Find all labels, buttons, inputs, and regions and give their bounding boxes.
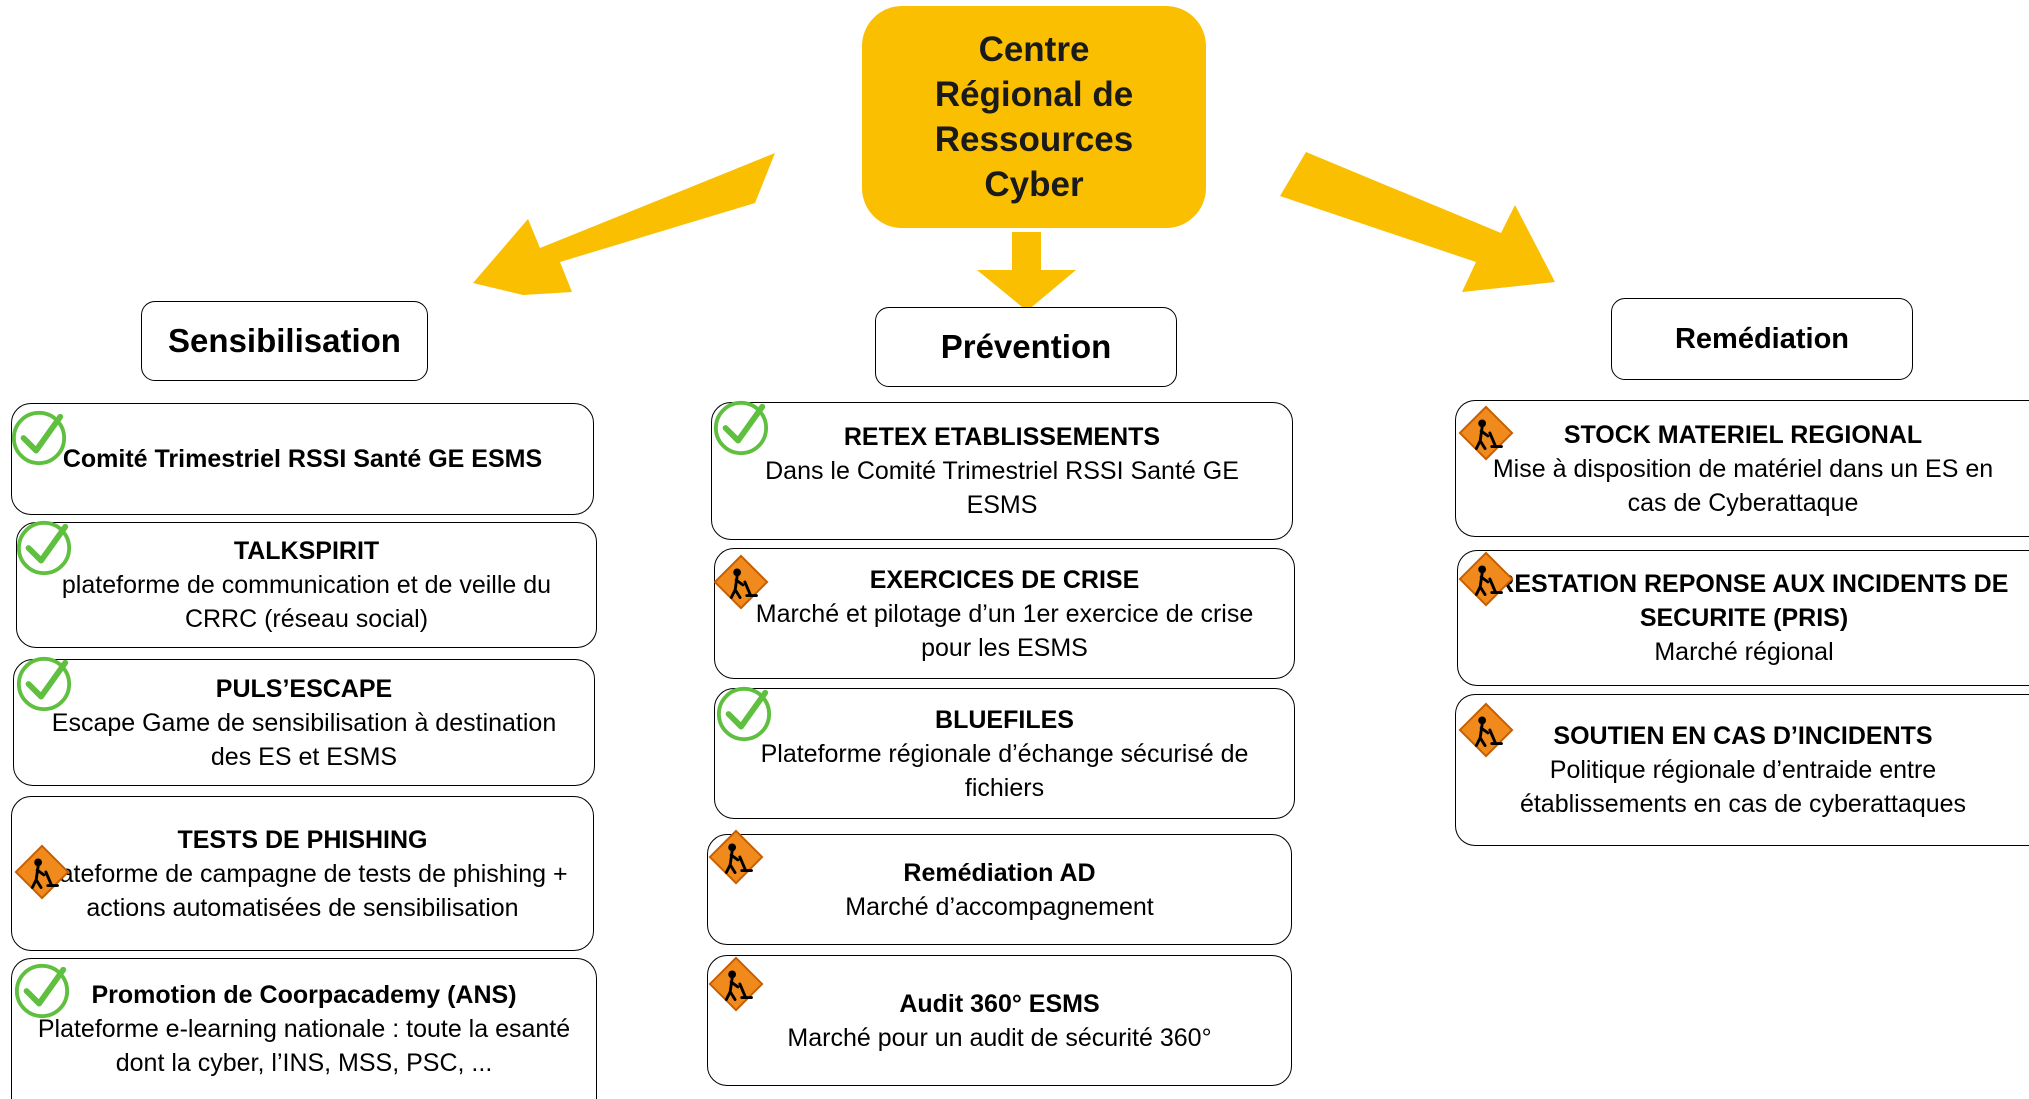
- prevention-card: EXERCICES DE CRISE Marché et pilotage d’…: [714, 548, 1295, 679]
- card-title: STOCK MATERIEL REGIONAL: [1563, 420, 1923, 449]
- arrow-left: [473, 153, 775, 295]
- card-description: Marché d’accompagnement: [845, 892, 1154, 921]
- construction-icon: [1457, 701, 1515, 759]
- card-title: PRESTATION REPONSE AUX INCIDENTS DE SECU…: [1479, 570, 2009, 632]
- card-description: plateforme de communication et de veille…: [61, 571, 552, 633]
- card-title: TALKSPIRIT: [233, 537, 380, 565]
- center-title: Centre Régional de Ressources Cyber: [934, 30, 1134, 204]
- card-title: BLUEFILES: [935, 705, 1074, 734]
- card-title: SOUTIEN EN CAS D’INCIDENTS: [1553, 722, 1933, 750]
- check-icon: [712, 399, 770, 457]
- card-description: Dans le Comité Trimestriel RSSI Santé GE…: [765, 457, 1239, 519]
- construction-icon: [712, 553, 770, 611]
- remediation-card: SOUTIEN EN CAS D’INCIDENTS Politique rég…: [1455, 694, 2029, 846]
- arrow-right: [1280, 152, 1555, 292]
- check-icon: [715, 685, 773, 743]
- remediation-card: PRESTATION REPONSE AUX INCIDENTS DE SECU…: [1457, 550, 2029, 686]
- construction-icon: [13, 843, 71, 901]
- category-prevention: Prévention: [875, 307, 1177, 387]
- check-icon: [13, 962, 71, 1020]
- card-description: Mise à disposition de matériel dans un E…: [1492, 454, 1994, 517]
- card-title: Promotion de Coorpacademy (ANS): [91, 981, 517, 1009]
- sensibilisation-card: TALKSPIRIT plateforme de communication e…: [16, 522, 597, 648]
- card-title: Audit 360° ESMS: [899, 989, 1100, 1018]
- card-description: Plateforme régionale d’échange sécurisé …: [760, 739, 1249, 802]
- remediation-card: STOCK MATERIEL REGIONAL Mise à dispositi…: [1455, 400, 2029, 537]
- category-remediation: Remédiation: [1611, 298, 1913, 380]
- sensibilisation-card: PULS’ESCAPE Escape Game de sensibilisati…: [13, 659, 595, 786]
- check-icon: [10, 409, 68, 467]
- check-icon: [15, 519, 73, 577]
- construction-icon: [707, 828, 765, 886]
- sensibilisation-card: Comité Trimestriel RSSI Santé GE ESMS: [11, 403, 594, 515]
- card-title: EXERCICES DE CRISE: [869, 565, 1140, 594]
- card-title: Comité Trimestriel RSSI Santé GE ESMS: [62, 445, 543, 473]
- construction-icon: [1457, 404, 1515, 462]
- card-description: Escape Game de sensibilisation à destina…: [51, 708, 557, 771]
- prevention-card: Remédiation AD Marché d’accompagnement: [707, 834, 1292, 945]
- prevention-card: RETEX ETABLISSEMENTS Dans le Comité Trim…: [711, 402, 1293, 540]
- check-icon: [15, 655, 73, 713]
- card-title: PULS’ESCAPE: [215, 674, 393, 703]
- card-title: Remédiation AD: [903, 858, 1096, 887]
- construction-icon: [707, 955, 765, 1013]
- card-description: Marché et pilotage d’un 1er exercice de …: [755, 599, 1254, 662]
- sensibilisation-card: TESTS DE PHISHING Plateforme de campagne…: [11, 796, 594, 951]
- card-description: Plateforme e-learning nationale : toute …: [37, 1015, 571, 1077]
- card-description: Plateforme de campagne de tests de phish…: [37, 859, 568, 922]
- center-node: Centre Régional de Ressources Cyber: [862, 6, 1206, 228]
- card-title: RETEX ETABLISSEMENTS: [843, 423, 1161, 451]
- category-sensibilisation: Sensibilisation: [141, 301, 428, 381]
- construction-icon: [1457, 550, 1515, 608]
- prevention-card: Audit 360° ESMS Marché pour un audit de …: [707, 955, 1292, 1086]
- card-title: TESTS DE PHISHING: [177, 825, 428, 854]
- card-description: Marché pour un audit de sécurité 360°: [787, 1023, 1212, 1052]
- prevention-card: BLUEFILES Plateforme régionale d’échange…: [714, 688, 1295, 819]
- card-description: Politique régionale d’entraide entre éta…: [1519, 756, 1967, 818]
- sensibilisation-card: Promotion de Coorpacademy (ANS) Platefor…: [11, 958, 597, 1099]
- arrow-down: [977, 232, 1076, 311]
- card-description: Marché régional: [1654, 638, 1834, 666]
